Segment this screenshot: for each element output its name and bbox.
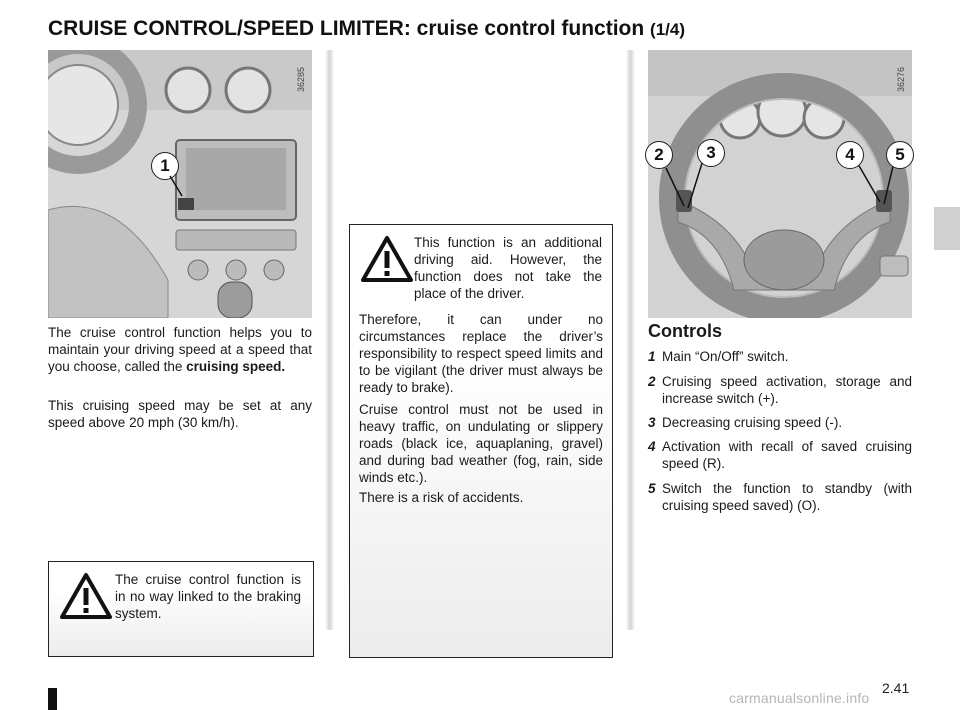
intro-text: The cruise control function helps you to… <box>48 325 312 374</box>
section-tab <box>934 207 960 250</box>
control-description: Activation with recall of saved cruising… <box>662 439 912 471</box>
callout-1: 1 <box>151 152 179 180</box>
page-number: 2.41 <box>882 680 910 696</box>
control-item: 2 Cruising speed activation, storage and… <box>648 373 912 407</box>
control-number: 4 <box>648 439 656 454</box>
warning-triangle-icon <box>60 573 112 619</box>
accident-risk-paragraph: There is a risk of accidents. <box>359 490 524 505</box>
title-part-indicator: (1/4) <box>650 20 686 39</box>
photo-reference-code: 36276 <box>896 66 906 92</box>
control-number: 5 <box>648 481 656 496</box>
control-number: 1 <box>648 349 656 364</box>
speed-paragraph: This cruising speed may be set at any sp… <box>48 398 312 430</box>
control-item: 1 Main “On/Off” switch. <box>648 348 912 365</box>
driver-responsibility-paragraph: Therefore, it can under no circumstances… <box>359 312 603 395</box>
controls-heading: Controls <box>648 321 722 341</box>
callout-leaders <box>665 159 895 209</box>
title-text: CRUISE CONTROL/SPEED LIMITER: cruise con… <box>48 17 645 40</box>
photo-reference-code: 36285 <box>296 66 306 92</box>
control-item: 5 Switch the function to standby (with c… <box>648 480 912 514</box>
control-item: 3 Decreasing cruising speed (-). <box>648 414 912 431</box>
control-description: Main “On/Off” switch. <box>662 349 789 364</box>
callout-1-leader <box>169 175 183 197</box>
steering-wheel-photo <box>648 50 912 318</box>
braking-warning-box: The cruise control function is in no way… <box>48 561 314 657</box>
warning-triangle-icon <box>361 236 413 282</box>
dashboard-photo <box>48 50 312 318</box>
column-divider <box>626 50 635 630</box>
watermark: carmanualsonline.info <box>729 690 870 706</box>
driving-aid-intro: This function is an additional driving a… <box>414 235 602 301</box>
usage-conditions-paragraph: Cruise control must not be used in heavy… <box>359 402 603 485</box>
callout-5: 5 <box>886 141 914 169</box>
callout-2: 2 <box>645 141 673 169</box>
control-number: 3 <box>648 415 656 430</box>
intro-paragraph: The cruise control function helps you to… <box>48 324 312 375</box>
control-number: 2 <box>648 374 656 389</box>
control-description: Cruising speed activation, storage and i… <box>662 374 912 406</box>
control-description: Decreasing cruising speed (-). <box>662 415 843 430</box>
control-description: Switch the function to standby (with cru… <box>662 481 912 513</box>
control-item: 4 Activation with recall of saved cruisi… <box>648 438 912 472</box>
cruising-speed-term: cruising speed. <box>186 359 286 374</box>
braking-warning-text: The cruise control function is in no way… <box>115 572 301 621</box>
callout-4: 4 <box>836 141 864 169</box>
page-title: CRUISE CONTROL/SPEED LIMITER: cruise con… <box>48 17 685 41</box>
driving-aid-warning-box: This function is an additional driving a… <box>349 224 613 658</box>
column-divider <box>325 50 334 630</box>
corner-mark <box>48 688 57 710</box>
callout-3: 3 <box>697 139 725 167</box>
